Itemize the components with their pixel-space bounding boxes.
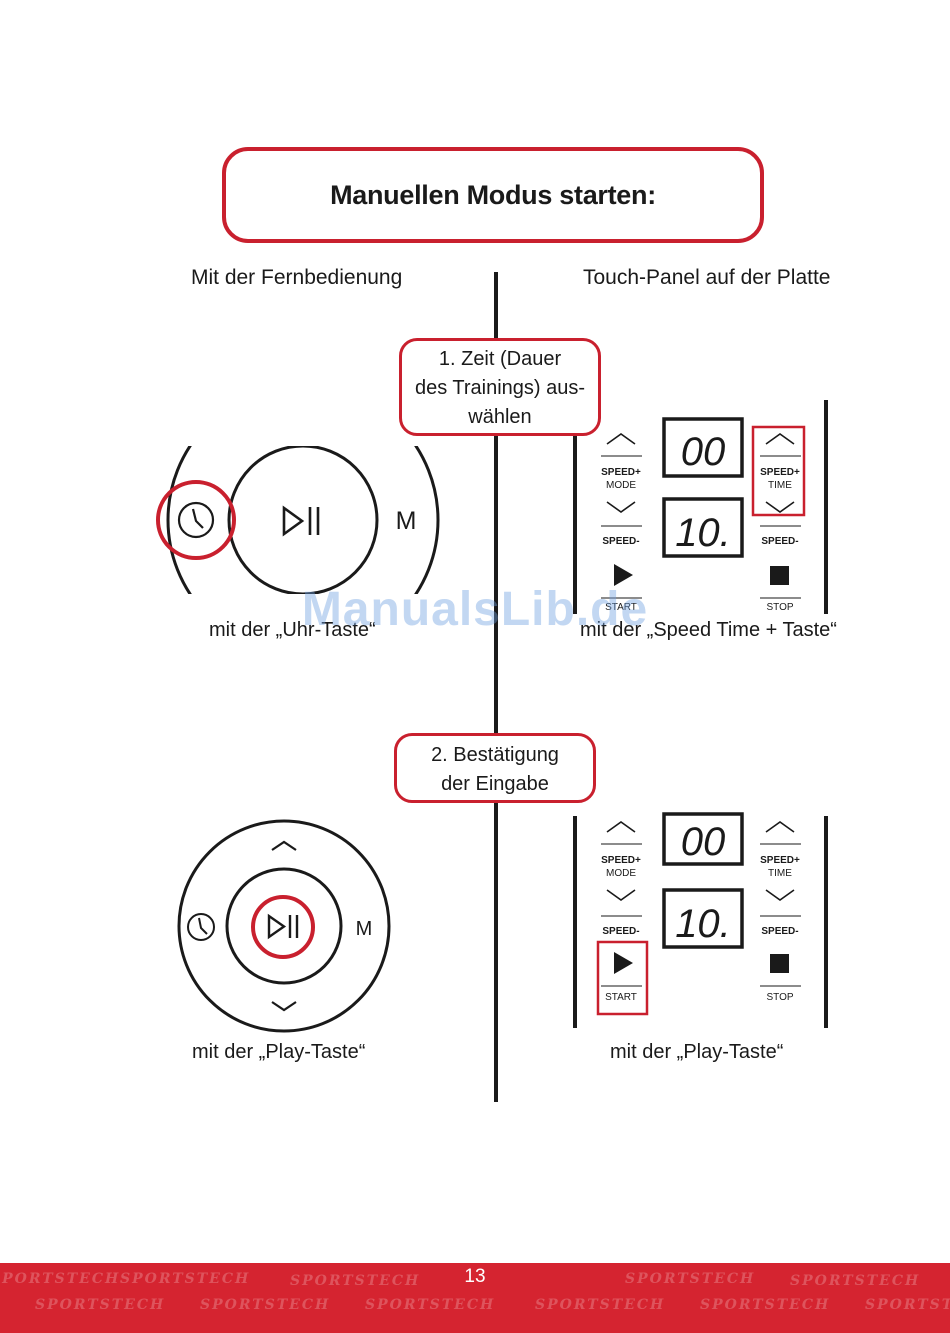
panel-edge-left [573,428,577,614]
step-1-line-2: des Trainings) aus- [414,377,586,399]
panel-edge-right [824,400,828,614]
speed-minus-right-label: SPEED- [761,926,798,937]
time-down-arrow-icon[interactable] [765,501,795,513]
remote-inner-ring [227,446,379,594]
play-pause-icon[interactable] [282,505,320,537]
footer-brand: SPORTSTECH [700,1297,831,1313]
caption-step1-remote: mit der „Uhr-Taste“ [209,619,376,641]
speed-up-arrow-icon[interactable] [606,433,636,445]
footer-brand: SPORTSTECH [865,1297,950,1313]
remote-illustration-step1: M [156,446,440,594]
speed-display-value: 10. [675,511,731,555]
stop-icon[interactable] [770,566,789,585]
speed-down-arrow-icon[interactable] [606,889,636,901]
speed-display-value: 10. [675,902,731,946]
watermark: ManualsLib.de [301,583,649,636]
down-arrow-icon[interactable] [271,1001,297,1012]
speed-up-arrow-icon[interactable] [606,821,636,833]
time-label: TIME [768,480,792,491]
mode-letter[interactable]: M [356,918,373,940]
speed-plus-label: SPEED+ [601,855,641,866]
step-2-line-1: 2. Bestätigung [431,744,559,766]
speed-plus-label: SPEED+ [601,467,641,478]
remote-inner-ring [225,867,343,985]
speed-plus-time-label: SPEED+ [760,467,800,478]
mode-label: MODE [606,868,636,879]
stop-label: STOP [766,602,793,613]
speed-minus-label: SPEED- [602,536,639,547]
footer-brand: SPORTSTECH [35,1297,166,1313]
start-highlight [596,940,649,1016]
caption-step2-remote: mit der „Play-Taste“ [192,1041,366,1063]
column-divider [494,272,498,1102]
footer-brand: SPORTSTECH [290,1273,421,1289]
time-up-arrow-icon[interactable] [765,433,795,445]
stop-label: STOP [766,992,793,1003]
step-2-box: 2. Bestätigung der Eingabe [394,733,596,803]
column-heading-touch-panel: Touch-Panel auf der Platte [583,266,831,289]
remote-outer-ring [177,819,391,1033]
caption-step1-panel: mit der „Speed Time + Taste“ [580,619,837,641]
time-display [662,417,744,478]
footer-brand: SPORTSTECH [625,1271,756,1287]
start-label: START [605,992,637,1003]
speed-time-highlight [751,425,806,517]
footer-brand: SPORTSTECH [120,1271,251,1287]
up-arrow-icon[interactable] [271,840,297,851]
footer-brand: SPORTSTECH [200,1297,331,1313]
time-up-arrow-icon[interactable] [765,821,795,833]
speed-plus-time-label: SPEED+ [760,855,800,866]
clock-icon[interactable] [177,501,215,539]
speed-display [662,497,744,558]
caption-step2-panel: mit der „Play-Taste“ [610,1041,784,1063]
step-1-line-1: 1. Zeit (Dauer [438,348,562,370]
footer-band: SPORTSTECH SPORTSTECH SPORTSTECH SPORTST… [0,1263,950,1333]
stop-icon[interactable] [770,954,789,973]
touch-panel-step1: SPEED+ MODE SPEED- START 00 10. SPEED+ T… [573,400,828,614]
time-down-arrow-icon[interactable] [765,889,795,901]
step-2-line-2: der Eingabe [441,773,549,795]
play-highlight-ring [251,895,315,959]
remote-outer-ring [166,446,440,594]
footer-brand: SPORTSTECH [535,1297,666,1313]
footer-brand: SPORTSTECH [790,1273,921,1289]
speed-minus-right-label: SPEED- [761,536,798,547]
column-heading-remote: Mit der Fernbedienung [191,266,403,289]
clock-highlight-ring [156,480,236,560]
page-number: 13 [464,1266,486,1287]
time-label: TIME [768,868,792,879]
footer-brand: SPORTSTECH [365,1297,496,1313]
panel-edge-right [824,816,828,1028]
speed-down-arrow-icon[interactable] [606,501,636,513]
remote-illustration-step2: M [177,819,391,1033]
mode-label: MODE [606,480,636,491]
play-pause-icon[interactable] [267,913,299,940]
step-1-line-3: wählen [468,406,532,428]
footer-brand: SPORTSTECH [0,1271,121,1287]
clock-icon[interactable] [187,913,215,941]
mode-letter[interactable]: M [396,507,417,535]
page-title: Manuellen Modus starten: [222,147,764,243]
time-display [662,812,744,866]
start-play-icon[interactable] [614,952,633,974]
start-label: START [605,602,637,613]
touch-panel-step2: SPEED+ MODE SPEED- START 00 10. SPEED+ T… [573,812,828,1028]
time-display-value: 00 [681,820,726,864]
step-1-box: 1. Zeit (Dauer des Trainings) aus- wähle… [399,338,601,436]
speed-display [662,888,744,949]
panel-edge-left [573,816,577,1028]
start-play-icon[interactable] [614,564,633,586]
time-display-value: 00 [681,430,726,474]
speed-minus-label: SPEED- [602,926,639,937]
